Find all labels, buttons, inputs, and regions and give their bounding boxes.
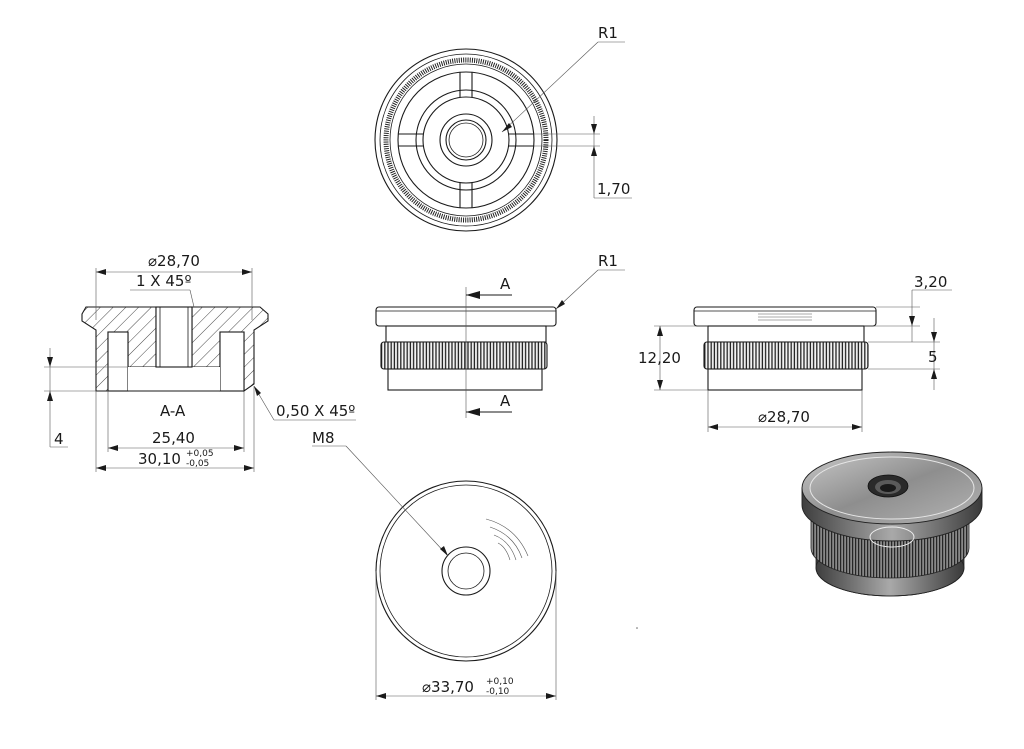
side-view-knurl (703, 341, 869, 370)
section-inner-width-label: 25,40 (152, 429, 195, 447)
bottom-diameter-tol-minus: -0,10 (486, 687, 510, 697)
side-diameter-label: ⌀28,70 (758, 408, 810, 426)
side-flange-label: 3,20 (914, 273, 947, 291)
section-chamfer-top-label: 1 X 45º (136, 272, 192, 290)
section-outer-width-tol-plus: +0,05 (186, 449, 214, 459)
section-chamfer-bottom-label: 0,50 X 45º (276, 402, 355, 420)
top-view-serrations (383, 57, 549, 223)
section-view: ⌀28,70 1 X 45º 4 A-A 0,50 X 45º 25,40 30… (44, 252, 356, 472)
side-height-label: 12,20 (638, 349, 681, 367)
front-section-marker-bottom: A (500, 392, 511, 410)
section-diameter-label: ⌀28,70 (148, 252, 200, 270)
isometric-render (801, 451, 983, 597)
top-radius-label: R1 (598, 24, 618, 42)
section-title-label: A-A (160, 402, 186, 420)
top-view-ribs (398, 72, 534, 208)
front-view: A A R1 (375, 252, 625, 418)
bottom-diameter-label: ⌀33,70 (422, 678, 474, 696)
bottom-view-arcs (485, 518, 529, 561)
side-knurl-label: 5 (928, 348, 938, 366)
section-outer-width-label: 30,10 (138, 450, 181, 468)
front-view-knurl (380, 341, 548, 370)
side-view-marks (758, 313, 812, 321)
top-view: R1 1,70 (374, 24, 632, 232)
front-section-marker-top: A (500, 275, 511, 293)
section-outer-width-tol-minus: -0,05 (186, 459, 209, 469)
bottom-diameter-tol-plus: +0,10 (486, 677, 514, 687)
front-radius-label: R1 (598, 252, 618, 270)
bottom-thread-label: M8 (312, 429, 335, 447)
bottom-view: M8 ⌀33,70 +0,10 -0,10 (312, 429, 557, 700)
top-rib-width-label: 1,70 (597, 180, 630, 198)
side-view: 12,20 3,20 5 ⌀28,70 (638, 273, 952, 432)
section-depth-label: 4 (54, 430, 64, 448)
